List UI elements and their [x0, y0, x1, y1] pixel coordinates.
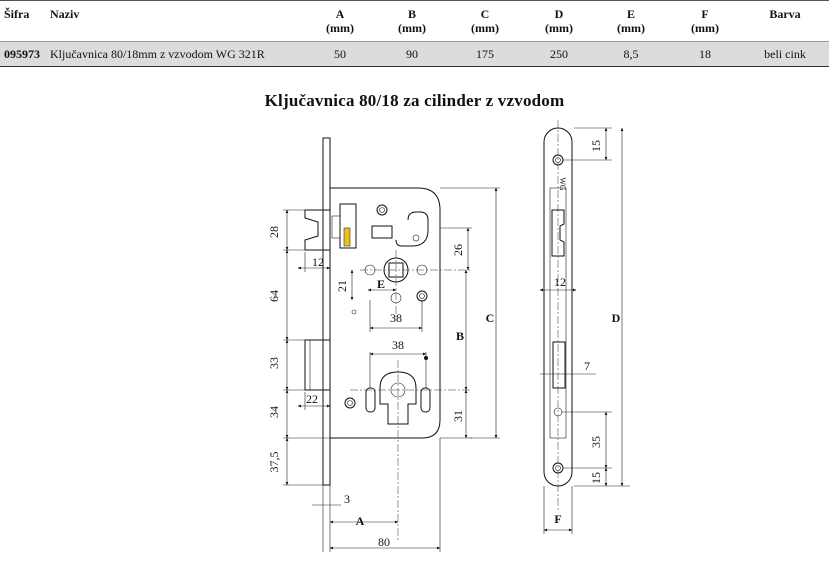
top-screw-hole-icon	[552, 154, 564, 166]
lock-case	[329, 187, 441, 439]
deadbolt	[304, 339, 331, 391]
dim-80-label: 80	[378, 535, 390, 549]
header-f: F (mm)	[683, 7, 727, 35]
case-outline-side	[549, 187, 567, 439]
header-a-unit: (mm)	[326, 21, 354, 35]
dim-E-label: E	[377, 277, 385, 291]
lever-pin	[412, 234, 420, 242]
hole-lower	[390, 292, 402, 304]
cylinder-dot	[424, 356, 428, 360]
cell-sku: 095973	[4, 47, 40, 61]
header-a-label: A	[335, 7, 345, 21]
dim-33-label: 33	[267, 357, 281, 369]
faceplate-side	[543, 127, 573, 487]
dim-28-label: 28	[267, 226, 281, 238]
table-header-row: Šifra Naziv A (mm) B (mm) C (mm) D (mm) …	[0, 0, 829, 41]
dim-38-upper-label: 38	[390, 311, 402, 325]
lever-slot	[395, 211, 429, 247]
header-d: D (mm)	[537, 7, 581, 35]
dim-31-label: 31	[451, 410, 465, 422]
header-c-unit: (mm)	[471, 21, 499, 35]
dim-7-label: 7	[584, 359, 590, 373]
dim-26-label: 26	[451, 244, 465, 256]
cylinder-slot-left	[365, 387, 376, 413]
dim-64-label: 64	[267, 290, 281, 302]
dim-C-label: C	[486, 311, 495, 325]
bottom-screw-hole-icon	[552, 462, 564, 474]
header-e: E (mm)	[609, 7, 653, 35]
latch-housing	[339, 203, 357, 249]
header-a: A (mm)	[318, 7, 362, 35]
header-c-label: C	[480, 7, 490, 21]
cell-f: 18	[699, 47, 711, 61]
header-e-unit: (mm)	[617, 21, 645, 35]
dim-375-label: 37,5	[267, 452, 281, 473]
upper-screw-icon	[376, 204, 388, 216]
cylinder-cutout	[379, 371, 417, 425]
header-name: Naziv	[50, 7, 80, 21]
hole-right	[416, 264, 428, 276]
header-e-label: E	[626, 7, 635, 21]
spindle-square	[388, 262, 404, 278]
header-color: Barva	[769, 7, 801, 21]
header-d-label: D	[554, 7, 564, 21]
deadbolt-opening-side	[552, 341, 566, 389]
header-b: B (mm)	[390, 7, 434, 35]
latch-guide	[331, 215, 341, 239]
spec-table: Šifra Naziv A (mm) B (mm) C (mm) D (mm) …	[0, 0, 829, 67]
header-b-unit: (mm)	[398, 21, 426, 35]
cell-d: 250	[550, 47, 568, 61]
top-screw-hole-inner	[555, 157, 561, 163]
dim-12-side-label: 12	[554, 275, 566, 289]
dim-A-label: A	[356, 514, 365, 528]
cell-color: beli cink	[764, 47, 806, 61]
dim-15-bottom-label: 15	[589, 472, 603, 484]
cylinder-center	[390, 382, 406, 398]
header-sku: Šifra	[4, 7, 30, 21]
cylinder-slot-right	[420, 387, 431, 413]
latch-opening-side	[551, 209, 565, 257]
lever-block	[371, 225, 393, 239]
faceplate	[322, 137, 331, 486]
dim-12-label: 12	[312, 255, 324, 269]
lower-screw-inner	[347, 400, 353, 406]
dim-F-label: F	[554, 512, 561, 526]
header-b-label: B	[407, 7, 416, 21]
latch-bolt	[304, 209, 331, 251]
header-c: C (mm)	[463, 7, 507, 35]
bottom-screw-hole-inner	[555, 465, 561, 471]
mid-screw-inner	[419, 293, 425, 299]
dim-34-label: 34	[267, 406, 281, 418]
dim-3-label: 3	[344, 492, 350, 506]
dim-35-label: 35	[589, 436, 603, 448]
table-row: 095973 Ključavnica 80/18mm z vzvodom WG …	[0, 41, 829, 67]
lower-screw-icon	[344, 397, 356, 409]
latch-spring	[343, 227, 351, 247]
cell-a: 50	[334, 47, 346, 61]
dim-B-label: B	[456, 329, 464, 343]
dim-15-top-label: 15	[589, 140, 603, 152]
dim-21-label: 21	[335, 280, 349, 292]
hole-left	[364, 264, 376, 276]
header-d-unit: (mm)	[545, 21, 573, 35]
side-view: WG 15 D 12 7 35 15 F	[539, 120, 630, 534]
cell-b: 90	[406, 47, 418, 61]
drawing-title: Ključavnica 80/18 za cilinder z vzvodom	[264, 91, 565, 110]
header-f-unit: (mm)	[691, 21, 719, 35]
dim-38-lower-label: 38	[392, 338, 404, 352]
cell-e: 8,5	[623, 47, 639, 61]
dim-22-label: 22	[306, 392, 318, 406]
cell-name: Ključavnica 80/18mm z vzvodom WG 321R	[50, 47, 265, 61]
cell-c: 175	[476, 47, 494, 61]
cylinder-screw-side	[553, 407, 563, 417]
upper-screw-inner	[379, 207, 385, 213]
mid-screw-icon	[416, 290, 428, 302]
brand-mark: WG	[558, 177, 567, 191]
dim-D-label: D	[612, 311, 621, 325]
small-pin	[351, 309, 357, 315]
front-view: 28 64 33 34 37,5 12 22 3 A 80 26 21 E	[267, 137, 500, 552]
header-f-label: F	[701, 7, 709, 21]
follower-hub	[383, 257, 409, 283]
